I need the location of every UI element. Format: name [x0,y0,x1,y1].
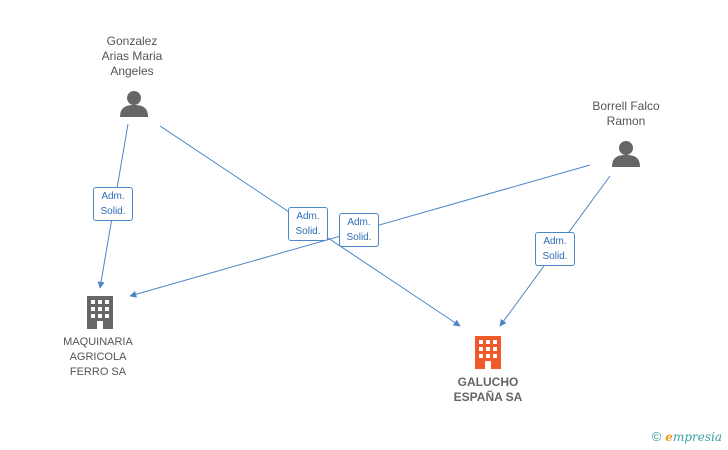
brand-logo: empresia [665,429,722,444]
building-icon[interactable] [475,336,501,369]
company-name[interactable]: MAQUINARIA AGRICOLA FERRO SA [63,336,133,378]
person-name[interactable]: Gonzalez Arias Maria Angeles [101,34,163,78]
relation-label: Adm. Solid. [288,207,328,241]
relation-label: Adm. Solid. [93,187,133,221]
company-name[interactable]: GALUCHO ESPAÑA SA [453,375,523,404]
person-name[interactable]: Borrell Falco Ramon [592,99,660,128]
copyright-icon: © [651,429,662,444]
watermark: © empresia [652,429,722,444]
relation-label: Adm. Solid. [535,232,575,266]
building-icon[interactable] [87,296,113,329]
person-icon[interactable] [612,141,640,167]
person-icon[interactable] [120,91,148,117]
relation-label: Adm. Solid. [339,213,379,247]
